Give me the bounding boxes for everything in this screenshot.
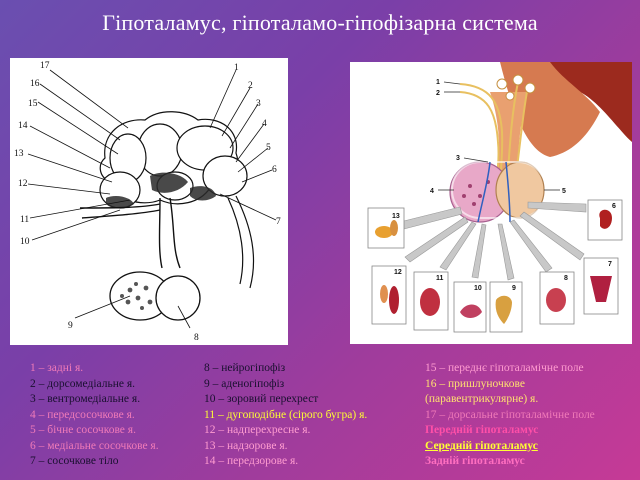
legend-item: 11 – дугоподібне (сірого бугра) я.: [204, 408, 368, 421]
legend-item: 12 – надперехресне я.: [204, 424, 311, 436]
legend-item: 6 – медіальне сосочкове я.: [30, 439, 159, 452]
label-12: 12: [18, 179, 28, 189]
right-label-8: 8: [564, 275, 568, 282]
slide-title: Гіпоталамус, гіпоталамо-гіпофізарна сист…: [102, 10, 538, 35]
legend-item: 5 – бічне сосочкове я.: [30, 424, 136, 436]
right-label-12: 12: [394, 269, 402, 276]
label-6: 6: [272, 165, 277, 175]
label-15: 15: [28, 99, 38, 109]
legend-item: (паравентрикулярне) я.: [425, 393, 539, 405]
right-label-10: 10: [474, 285, 482, 292]
right-label-4: 4: [430, 188, 434, 195]
label-3: 3: [256, 99, 261, 109]
legend-item: 2 – дорсомедіальне я.: [30, 377, 135, 390]
legend-posterior-hypothalamus: Задній гіпоталамус: [425, 455, 525, 467]
legend-item: 17 – дорсальне гіпоталамічне поле: [425, 408, 595, 421]
legend-item: 8 – нейрогіпофіз: [204, 362, 286, 374]
label-9: 9: [68, 321, 73, 331]
legend-item: 4 – передсосочкове я.: [30, 408, 135, 421]
label-1: 1: [234, 63, 239, 73]
legend-item: 10 – зоровий перехрест: [204, 393, 319, 405]
legend-item: 1 – задні я.: [30, 362, 84, 374]
legend-column-2: 8 – нейрогіпофіз 9 – аденогіпофіз 10 – з…: [204, 361, 367, 470]
legend-item: 14 – передзорове я.: [204, 455, 299, 467]
label-17: 17: [40, 61, 50, 71]
legend-column-3: 15 – переднє гіпоталамічне поле 16 – при…: [425, 361, 595, 470]
right-label-7: 7: [608, 261, 612, 268]
pituitary-targets-figure: 1 2 3 4 5 13 6 12 11 10 9 8 7: [350, 62, 632, 344]
legend-item: 3 – вентромедіальне я.: [30, 393, 141, 405]
right-label-9: 9: [512, 285, 516, 292]
label-14: 14: [18, 121, 28, 131]
legend-item: 9 – аденогіпофіз: [204, 377, 285, 390]
legend-middle-hypothalamus: Середній гіпоталамус: [425, 439, 538, 452]
legend-item: 7 – сосочкове тіло: [30, 455, 119, 467]
label-8: 8: [194, 333, 199, 343]
right-label-6: 6: [612, 203, 616, 210]
legend-item: 16 – пришлуночкове: [425, 377, 526, 390]
label-4: 4: [262, 119, 267, 129]
hypothalamus-nuclei-figure: 17 1 16 2 15 3 14 4 13 5 6 12 7 11 10 9 …: [10, 58, 288, 345]
right-label-2: 2: [436, 90, 440, 97]
label-16: 16: [30, 79, 40, 89]
right-label-3: 3: [456, 155, 460, 162]
right-label-5: 5: [562, 188, 566, 195]
label-2: 2: [248, 81, 253, 91]
legend-item: 13 – надзорове я.: [204, 439, 288, 452]
legend-column-1: 1 – задні я. 2 – дорсомедіальне я. 3 – в…: [30, 361, 159, 470]
legend-item: 15 – переднє гіпоталамічне поле: [425, 362, 584, 374]
right-label-1: 1: [436, 79, 440, 86]
label-13: 13: [14, 149, 24, 159]
legend-anterior-hypothalamus: Передній гіпоталамус: [425, 424, 539, 436]
label-7: 7: [276, 217, 281, 227]
right-label-13: 13: [392, 213, 400, 220]
label-5: 5: [266, 143, 271, 153]
label-10: 10: [20, 237, 30, 247]
right-label-11: 11: [436, 275, 444, 282]
label-11: 11: [20, 215, 29, 225]
